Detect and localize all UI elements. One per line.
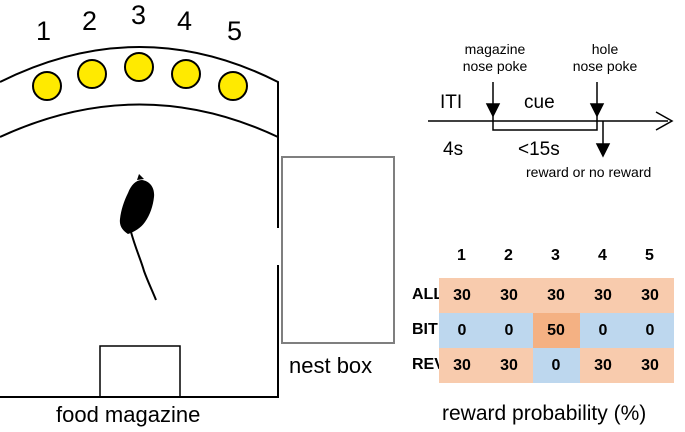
- hole-number-5: 5: [227, 16, 243, 46]
- table-caption: reward probability (%): [442, 402, 647, 425]
- table-column-header: 2: [504, 247, 513, 264]
- table-cell: 30: [626, 348, 674, 383]
- hole-light-5: [218, 71, 248, 101]
- hole-number-4: 4: [177, 6, 193, 36]
- table-column-header: 1: [457, 247, 466, 264]
- table-cell: 30: [438, 348, 486, 383]
- table-cell: 30: [438, 278, 486, 313]
- nest-box: [281, 156, 395, 344]
- trial-timeline: [428, 82, 674, 158]
- time-axis-arrowhead: [655, 111, 674, 131]
- table-row-header: ALL: [412, 286, 444, 303]
- food-magazine-label: food magazine: [56, 402, 201, 427]
- cue-period: [492, 110, 598, 131]
- hole-light-3: [124, 52, 154, 82]
- table-cell: 0: [579, 313, 627, 348]
- operant-chamber: [0, 46, 279, 398]
- hole-number-3: 3: [131, 0, 147, 30]
- outcome-label: reward or no reward: [526, 164, 652, 180]
- table-cell: 0: [626, 313, 674, 348]
- table-cell: 30: [485, 278, 533, 313]
- table-column-header: 4: [598, 247, 607, 264]
- table-cell: 0: [438, 313, 486, 348]
- table-cell: 30: [532, 278, 580, 313]
- hole-light-1: [32, 71, 62, 101]
- table-cell: 0: [485, 313, 533, 348]
- hole-panel-arc: [0, 103, 279, 138]
- hole-poke-label: hole nose poke: [572, 41, 638, 74]
- chamber-wall: [0, 46, 279, 398]
- hole-light-2: [77, 59, 107, 89]
- nest-box-label: nest box: [289, 353, 373, 378]
- cue-duration: <15s: [518, 139, 560, 160]
- food-magazine: [99, 345, 181, 398]
- table-cell: 30: [579, 278, 627, 313]
- hole-number-2: 2: [82, 6, 98, 36]
- table-cell: 30: [485, 348, 533, 383]
- table-column-header: 3: [551, 247, 560, 264]
- table-row-header: BIT: [412, 321, 438, 338]
- iti-label: ITI: [440, 92, 463, 113]
- hole-light-4: [171, 59, 201, 89]
- table-row-header: REV: [412, 356, 445, 373]
- table-cell: 50: [532, 313, 580, 348]
- table-cell: 30: [626, 278, 674, 313]
- iti-duration: 4s: [443, 139, 464, 160]
- table-cell: 0: [532, 348, 580, 383]
- magazine-poke-label: magazine nose poke: [462, 41, 528, 74]
- cue-label: cue: [524, 92, 555, 113]
- table-column-header: 5: [645, 247, 654, 264]
- nose-poke-holes: [32, 52, 248, 101]
- table-cell: 30: [579, 348, 627, 383]
- rat-silhouette: [119, 174, 157, 301]
- hole-number-1: 1: [36, 16, 52, 46]
